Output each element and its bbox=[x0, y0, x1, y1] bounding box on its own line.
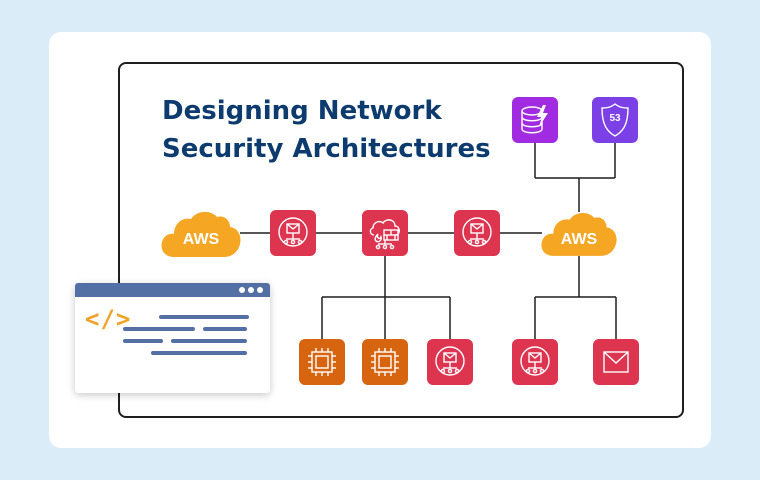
aws-label: AWS bbox=[560, 231, 598, 248]
route53-node: 53 bbox=[592, 97, 638, 143]
aws-label: AWS bbox=[182, 231, 220, 248]
sns-icon bbox=[435, 346, 465, 376]
code-line bbox=[123, 327, 195, 331]
cloud-icon bbox=[161, 211, 241, 257]
sns-icon bbox=[462, 217, 492, 247]
window-dot bbox=[239, 287, 245, 293]
sns-node-1 bbox=[270, 210, 316, 256]
database-node bbox=[512, 97, 558, 143]
firewall-node bbox=[362, 210, 408, 256]
aws-cloud-left: AWS bbox=[160, 209, 242, 263]
code-window: </> bbox=[75, 283, 270, 393]
code-window-titlebar bbox=[75, 283, 270, 297]
chip-icon bbox=[371, 348, 399, 376]
title-line-1: Designing Network bbox=[162, 96, 442, 126]
page-title: Designing Network Security Architectures bbox=[162, 92, 491, 168]
sns-icon bbox=[520, 346, 550, 376]
sns-node-3 bbox=[427, 339, 473, 385]
window-dot bbox=[257, 287, 263, 293]
code-line bbox=[203, 327, 247, 331]
shield-icon bbox=[601, 103, 629, 137]
firewall-icon bbox=[369, 219, 400, 250]
email-node bbox=[593, 339, 639, 385]
chip-icon bbox=[308, 348, 336, 376]
title-line-2: Security Architectures bbox=[162, 134, 491, 164]
envelope-icon bbox=[603, 351, 629, 373]
ec2-node-2 bbox=[362, 339, 408, 385]
window-dot bbox=[248, 287, 254, 293]
aws-cloud-right: AWS bbox=[540, 210, 618, 262]
database-lightning-icon bbox=[521, 105, 548, 134]
route53-badge-label: 53 bbox=[609, 113, 621, 124]
cloud-icon bbox=[541, 212, 617, 256]
code-line bbox=[151, 351, 247, 355]
sns-icon bbox=[278, 217, 308, 247]
code-line bbox=[171, 339, 247, 343]
code-line bbox=[123, 339, 163, 343]
code-line bbox=[159, 315, 249, 319]
diagram-frame bbox=[118, 62, 684, 418]
code-icon: </> bbox=[85, 305, 132, 333]
sns-node-4 bbox=[512, 339, 558, 385]
ec2-node-1 bbox=[299, 339, 345, 385]
sns-node-2 bbox=[454, 210, 500, 256]
